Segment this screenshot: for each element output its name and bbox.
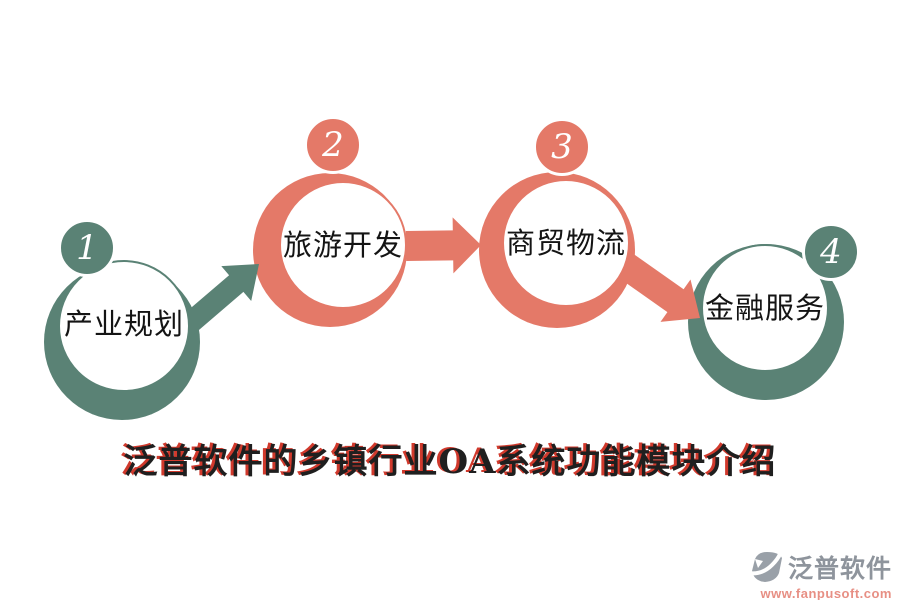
fanpu-logo-icon — [748, 552, 782, 582]
node-circle-1 — [58, 260, 190, 392]
node-number-badge-3: 3 — [533, 118, 591, 176]
node-number-badge-4: 4 — [802, 223, 860, 281]
node-circle-2 — [279, 181, 407, 309]
brand-name: 泛普软件 — [787, 555, 892, 583]
node-circle-3 — [502, 179, 630, 307]
node-number-badge-2: 2 — [304, 116, 362, 174]
diagram-title: 泛普软件的乡镇行业OA系统功能模块介绍 — [123, 442, 777, 482]
node-number-badge-1: 1 — [58, 219, 116, 277]
brand-watermark: 泛普软件 www.fanpusoft.com — [748, 549, 892, 600]
arrow-2-to-3 — [405, 217, 481, 274]
brand-url: www.fanpusoft.com — [760, 586, 892, 600]
